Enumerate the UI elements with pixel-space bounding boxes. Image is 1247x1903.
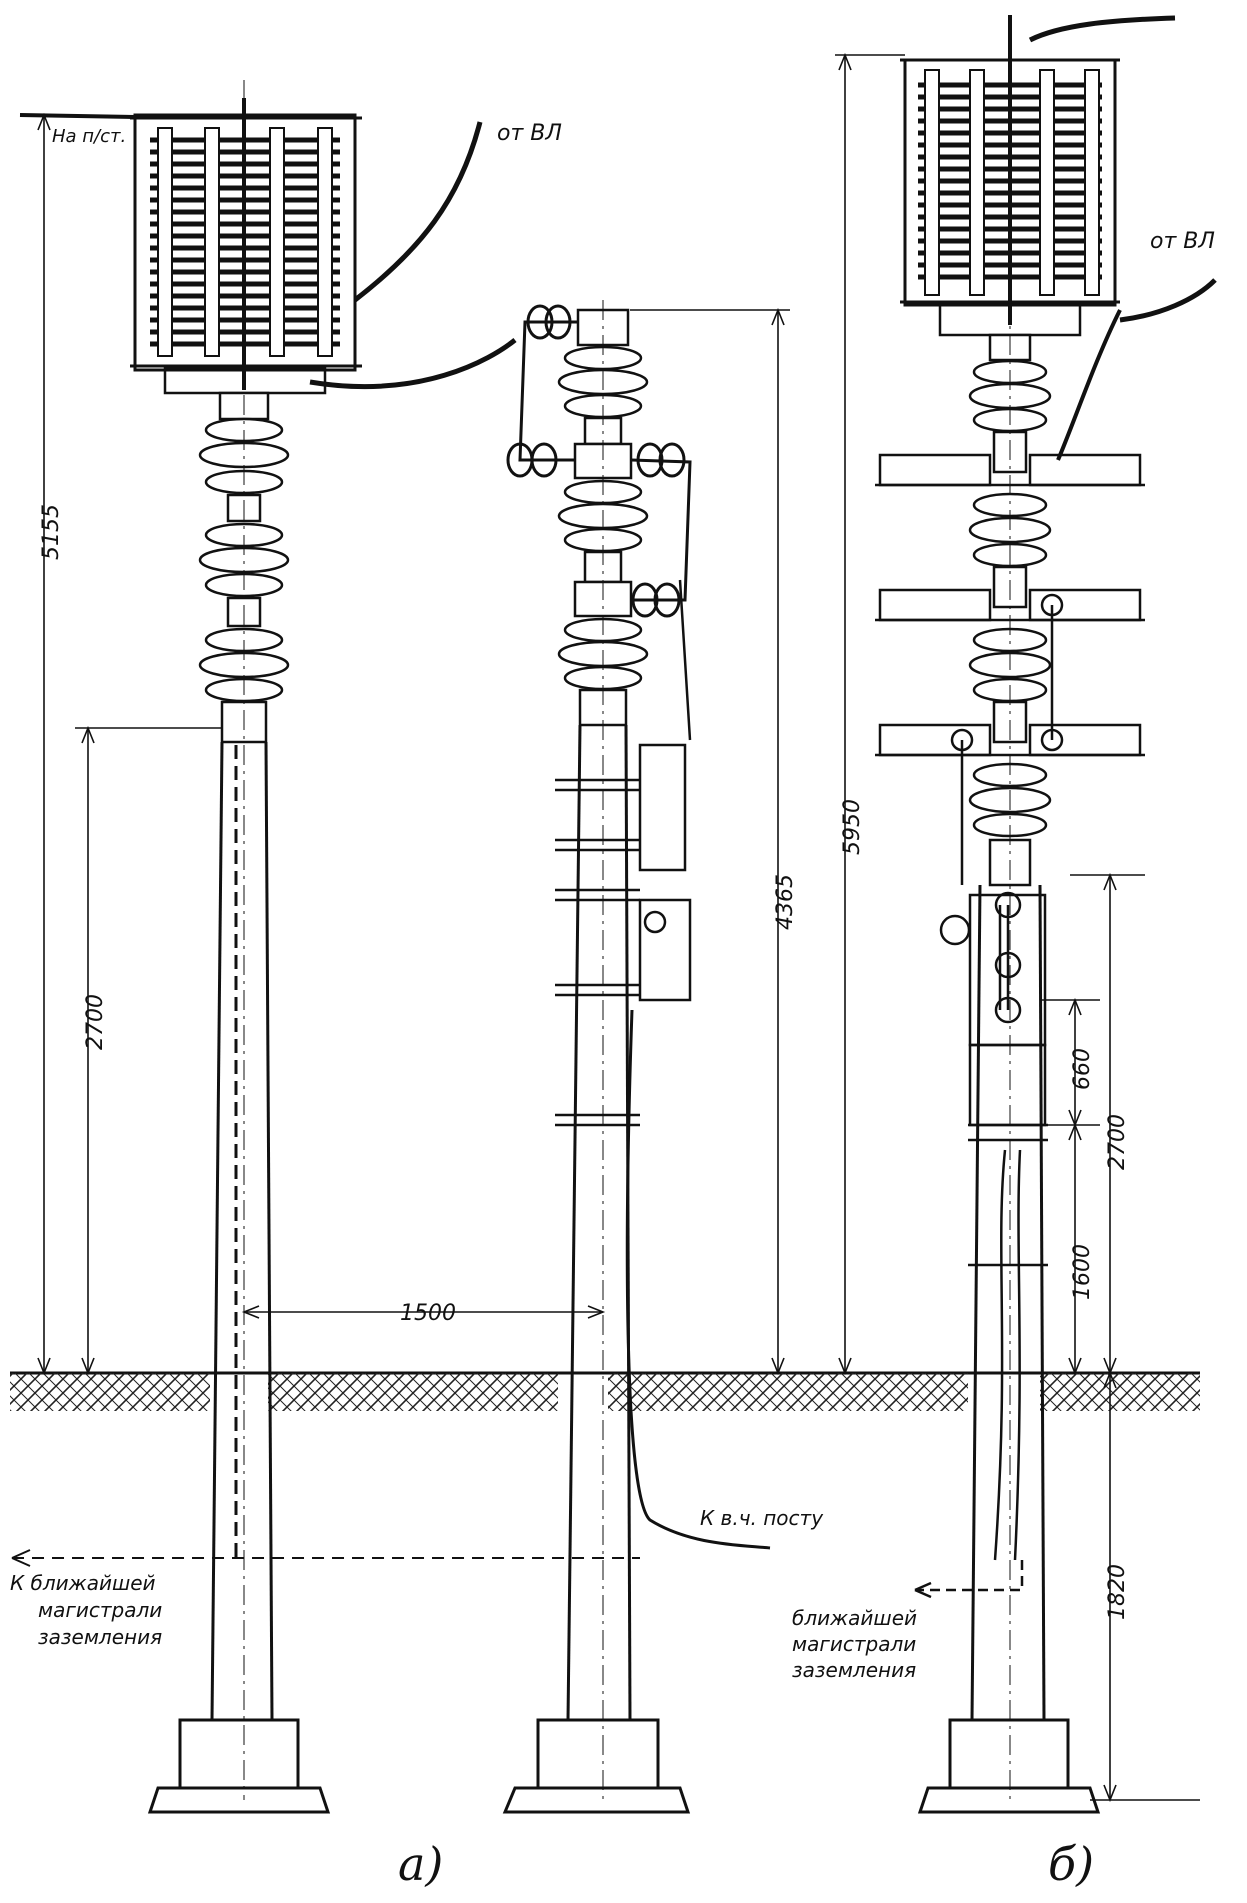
label-ground-b-1: ближайшей: [792, 1606, 917, 1630]
label-ground-b-3: заземления: [792, 1658, 916, 1682]
dimension-lines: [37, 52, 1200, 1803]
dim-b-segment-low: 1600: [1070, 1244, 1095, 1300]
label-ground-a-2: магистрали: [38, 1598, 162, 1622]
dim-a-pole-height: 2700: [83, 994, 108, 1050]
ground: [10, 1371, 1200, 1411]
label-to-hf-post: К в.ч. посту: [700, 1506, 824, 1530]
annotations: На п/ст. от ВЛ от ВЛ К в.ч. посту К ближ…: [10, 121, 1215, 1891]
label-ground-a-3: заземления: [38, 1625, 162, 1649]
caption-b: б): [1048, 1837, 1094, 1891]
dim-a-mid-height: 4365: [773, 874, 798, 930]
cables-a: [11, 113, 771, 1567]
label-from-line-b: от ВЛ: [1150, 229, 1215, 254]
pole-b-combined: [875, 15, 1217, 1814]
dim-a-spacing: 1500: [400, 1301, 456, 1326]
pole-a1-wave-trap: [130, 80, 362, 1814]
label-ground-b-2: магистрали: [792, 1632, 916, 1656]
dim-b-pole-height: 2700: [1105, 1114, 1130, 1170]
dim-b-total-height: 5950: [840, 799, 865, 855]
dim-b-below-ground: 1820: [1105, 1564, 1130, 1620]
label-ground-a-1: К ближайшей: [10, 1571, 156, 1595]
pole-a2-capacitor: [502, 300, 692, 1814]
dim-a-total-height: 5155: [39, 504, 64, 560]
label-from-line-a: от ВЛ: [497, 121, 562, 146]
dim-b-segment-top: 660: [1070, 1048, 1095, 1090]
label-to-substation: На п/ст.: [52, 126, 126, 147]
caption-a: а): [398, 1837, 443, 1891]
